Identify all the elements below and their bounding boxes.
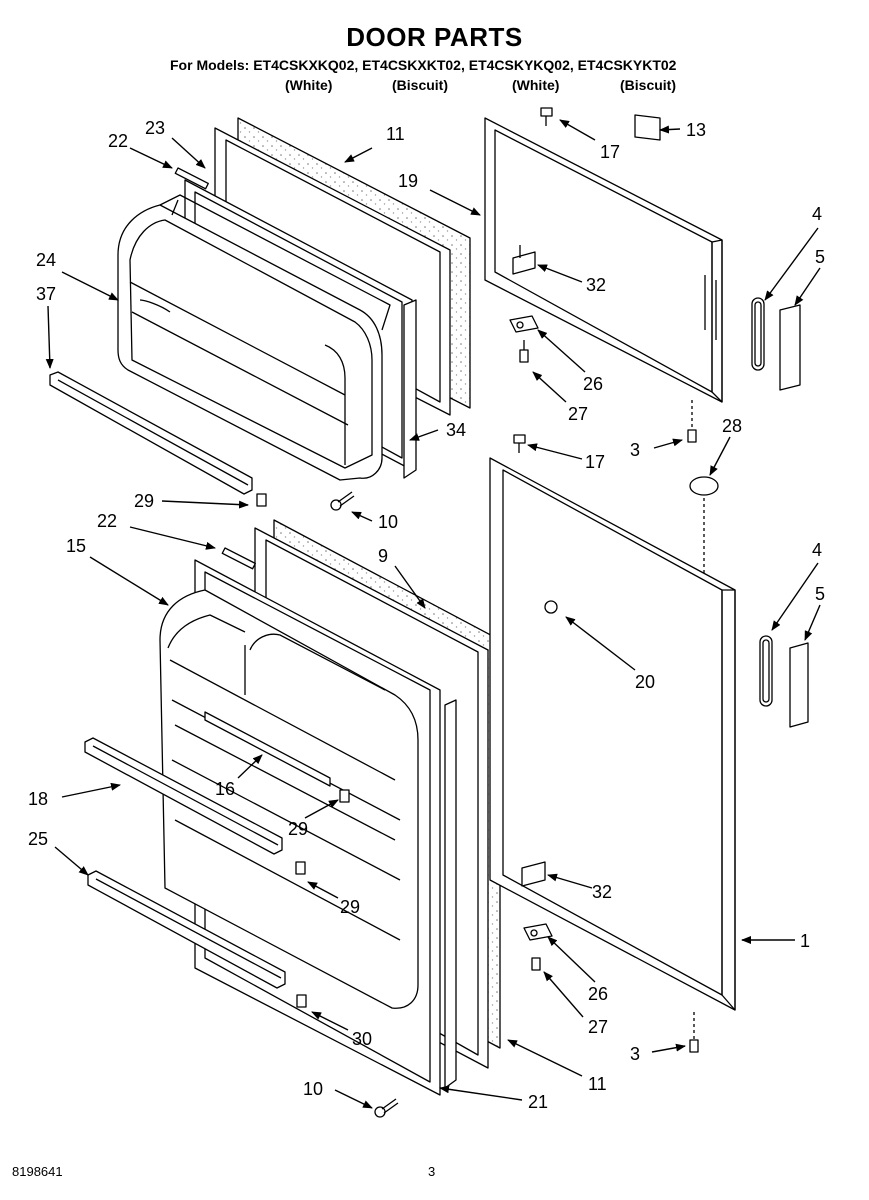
- callout-28: 28: [722, 416, 742, 436]
- callout-27-upper: 27: [568, 404, 588, 424]
- fresh-food-door-screw: [689, 1012, 699, 1053]
- document-number: 8198641: [12, 1164, 63, 1179]
- callout-10-freezer: 10: [378, 512, 398, 532]
- callout-17-upper: 17: [600, 142, 620, 162]
- fresh-food-lower-hinge-bracket: [523, 923, 553, 941]
- callout-23: 23: [145, 118, 165, 138]
- callout-29-freezer: 29: [134, 491, 154, 511]
- freezer-hinge-pin-plug: [540, 107, 553, 126]
- fresh-food-shelf-clip-1: [339, 789, 350, 803]
- leader-lines: [45, 119, 821, 1109]
- callout-27-lower: 27: [588, 1017, 608, 1037]
- callout-5-upper: 5: [815, 247, 825, 267]
- callout-20: 20: [635, 672, 655, 692]
- callout-22-freezer: 22: [108, 131, 128, 151]
- callout-19: 19: [398, 171, 418, 191]
- callout-3-upper: 3: [630, 440, 640, 460]
- freezer-gasket-retainer: [174, 167, 209, 190]
- fresh-food-bottom-rail: [87, 870, 286, 989]
- fresh-food-shelf-clip-3: [296, 994, 307, 1008]
- freezer-handle-trim: [751, 297, 765, 371]
- freezer-lower-hinge-bracket: [509, 315, 539, 333]
- fresh-food-handle: [789, 642, 809, 728]
- callout-24: 24: [36, 250, 56, 270]
- hinge-hole-cap: [689, 476, 719, 496]
- callout-13: 13: [686, 120, 706, 140]
- callout-26-lower: 26: [588, 984, 608, 1004]
- freezer-door-screw: [687, 400, 697, 443]
- callout-29-upper: 29: [288, 819, 308, 839]
- freezer-shelf-rail: [49, 371, 253, 495]
- fresh-food-gasket-retainer: [221, 547, 256, 570]
- callout-25: 25: [28, 829, 48, 849]
- fresh-food-shelf-clip-2: [295, 861, 306, 875]
- fresh-food-center-hinge: [521, 861, 546, 887]
- color-label-3: (White): [512, 77, 560, 93]
- page-number: 3: [428, 1164, 436, 1179]
- callout-32-upper: 32: [586, 275, 606, 295]
- freezer-hinge-screw: [519, 340, 529, 363]
- callout-21: 21: [528, 1092, 548, 1112]
- callout-16: 16: [215, 779, 235, 799]
- freezer-upper-hinge: [512, 245, 536, 275]
- color-label-2: (Biscuit): [392, 77, 448, 93]
- callout-4-lower: 4: [812, 540, 822, 560]
- freezer-trim-strip: [403, 299, 417, 479]
- callout-10-fresh-food: 10: [303, 1079, 323, 1099]
- callout-5-lower: 5: [815, 584, 825, 604]
- callout-3-lower: 3: [630, 1044, 640, 1064]
- fresh-food-door-slot: [204, 711, 331, 787]
- callout-17-lower: 17: [585, 452, 605, 472]
- callout-18: 18: [28, 789, 48, 809]
- callout-15: 15: [66, 536, 86, 556]
- callout-11-freezer: 11: [386, 124, 405, 144]
- color-label-4: (Biscuit): [620, 77, 676, 93]
- fresh-food-hinge-screw: [531, 957, 541, 971]
- callout-9: 9: [378, 546, 388, 566]
- fresh-food-door-liner: [159, 589, 419, 1009]
- callout-37: 37: [36, 284, 56, 304]
- page-title: DOOR PARTS: [346, 22, 523, 52]
- callout-30: 30: [352, 1029, 372, 1049]
- fresh-food-handle-trim: [759, 635, 773, 707]
- callout-34: 34: [446, 420, 466, 440]
- fresh-food-trim-strip: [444, 699, 457, 1089]
- fresh-food-shelf-rail: [84, 737, 283, 855]
- freezer-handle: [779, 304, 801, 391]
- callout-32-lower: 32: [592, 882, 612, 902]
- freezer-liner-screw: [330, 491, 355, 511]
- callout-22-fresh-food: 22: [97, 511, 117, 531]
- color-label-1: (White): [285, 77, 333, 93]
- models-line: For Models: ET4CSKXKQ02, ET4CSKXKT02, ET…: [170, 57, 677, 73]
- callout-4-upper: 4: [812, 204, 822, 224]
- model-number-label: [634, 114, 661, 141]
- door-plug: [544, 600, 558, 614]
- freezer-door-liner: [117, 204, 383, 481]
- fresh-food-hinge-pin-plug: [513, 434, 526, 453]
- callout-26-upper: 26: [583, 374, 603, 394]
- freezer-shelf-clip: [256, 493, 267, 507]
- callout-1: 1: [800, 931, 810, 951]
- fresh-food-liner-screw: [374, 1098, 399, 1118]
- callout-29-lower: 29: [340, 897, 360, 917]
- callout-11-fresh-food: 11: [588, 1074, 607, 1094]
